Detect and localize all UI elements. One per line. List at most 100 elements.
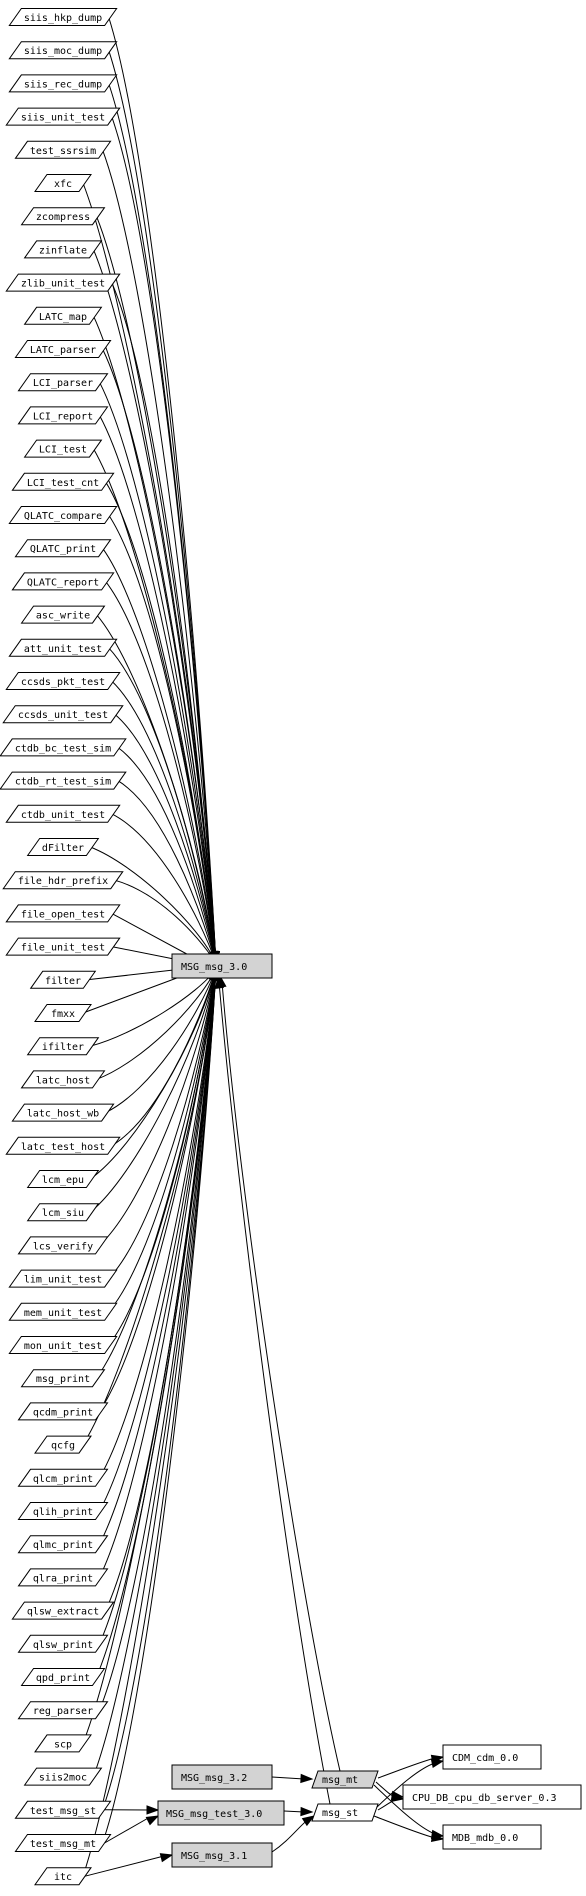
client-node-lci-report[interactable]: LCI_report <box>17 406 109 425</box>
client-node-lci-test-cnt[interactable]: LCI_test_cnt <box>11 472 115 491</box>
client-node-latc-parser[interactable]: LATC_parser <box>14 340 112 358</box>
client-node-label: LATC_map <box>39 312 87 323</box>
edge-arrowhead <box>214 975 225 990</box>
client-node-shape <box>11 472 115 491</box>
client-node-siis-rec-dump[interactable]: siis_rec_dump <box>8 74 118 93</box>
client-node-lim-unit-test[interactable]: lim_unit_test <box>8 1269 118 1288</box>
client-node-ifilter[interactable]: ifilter <box>26 1037 100 1056</box>
client-node-shape <box>20 1668 106 1686</box>
client-node-siis2moc[interactable]: siis2moc <box>23 1767 103 1786</box>
client-node-siis-moc-dump[interactable]: siis_moc_dump <box>8 41 118 60</box>
client-node-shape <box>2 871 124 890</box>
client-node-scp[interactable]: scp <box>34 1734 92 1753</box>
client-node-qlcm-print[interactable]: qlcm_print <box>17 1468 109 1487</box>
client-node-qpd-print[interactable]: qpd_print <box>20 1668 106 1686</box>
client-node-label: qlcm_print <box>33 1474 93 1485</box>
client-node-ccsds-unit-test[interactable]: ccsds_unit_test <box>2 705 124 724</box>
client-node-shape <box>5 672 121 690</box>
msg-32-node[interactable]: MSG_msg_3.2 <box>171 1764 273 1790</box>
msg-32-label: MSG_msg_3.2 <box>181 1773 247 1784</box>
client-node-latc-host-wb[interactable]: latc_host_wb <box>11 1103 115 1122</box>
client-node-fmxx[interactable]: fmxx <box>34 1004 92 1022</box>
client-node-qlsw-print[interactable]: qlsw_print <box>17 1634 109 1653</box>
client-node-latc-map[interactable]: LATC_map <box>23 306 103 325</box>
client-node-itc[interactable]: itc <box>34 1867 92 1886</box>
msg-test-node[interactable]: MSG_msg_test_3.0 <box>157 1800 285 1826</box>
edge-att_unit_test-to-msg-main <box>108 647 217 964</box>
client-node-shape <box>14 340 112 358</box>
client-node-label: xfc <box>54 179 72 190</box>
client-node-zinflate[interactable]: zinflate <box>23 240 103 259</box>
client-node-ctdb-bc-test-sim[interactable]: ctdb_bc_test_sim <box>0 738 127 757</box>
edge-file_hdr_prefix-to-msg-main <box>114 879 217 964</box>
client-node-reg-parser[interactable]: reg_parser <box>17 1701 109 1720</box>
client-node-shape <box>17 1502 109 1520</box>
client-node-qlsw-extract[interactable]: qlsw_extract <box>11 1601 115 1620</box>
client-node-test-ssrsim[interactable]: test_ssrsim <box>14 140 112 159</box>
client-node-xfc[interactable]: xfc <box>34 174 92 192</box>
cpu-db-node[interactable]: CPU_DB_cpu_db_server_0.3 <box>402 1784 582 1810</box>
client-node-latc-test-host[interactable]: latc_test_host <box>5 1136 121 1155</box>
client-node-shape <box>23 240 103 259</box>
client-node-dfilter[interactable]: dFilter <box>26 838 100 856</box>
msg-main-node[interactable]: MSG_msg_3.0 <box>171 953 273 979</box>
msg-mt-node[interactable]: msg_mt <box>311 1770 379 1789</box>
client-node-lcm-epu[interactable]: lcm_epu <box>26 1170 100 1188</box>
client-node-qlih-print[interactable]: qlih_print <box>17 1502 109 1520</box>
client-node-file-open-test[interactable]: file_open_test <box>5 904 121 923</box>
client-node-qlatc-print[interactable]: QLATC_print <box>14 539 112 558</box>
edge-qlih_print-to-msg-main <box>99 968 217 1512</box>
client-node-label: zlib_unit_test <box>21 279 105 290</box>
client-node-siis-hkp-dump[interactable]: siis_hkp_dump <box>8 8 118 26</box>
client-node-label: qlra_print <box>33 1573 93 1584</box>
client-node-mem-unit-test[interactable]: mem_unit_test <box>8 1302 118 1321</box>
client-node-qlatc-report[interactable]: QLATC_report <box>11 572 115 591</box>
client-node-qlmc-print[interactable]: qlmc_print <box>17 1535 109 1554</box>
client-node-ctdb-unit-test[interactable]: ctdb_unit_test <box>5 804 121 823</box>
edge-QLATC_print-to-msg-main <box>102 547 217 964</box>
client-node-msg-print[interactable]: msg_print <box>20 1369 106 1388</box>
edge-arrowhead <box>145 1815 160 1826</box>
client-node-shape <box>8 41 118 60</box>
edge-latc_host_wb-to-msg-main <box>105 968 217 1114</box>
edge-siis_unit_test-to-msg-main <box>111 116 217 964</box>
client-node-shape <box>26 1037 100 1056</box>
client-node-ccsds-pkt-test[interactable]: ccsds_pkt_test <box>5 672 121 690</box>
msg-31-node[interactable]: MSG_msg_3.1 <box>171 1842 273 1868</box>
client-node-filter[interactable]: filter <box>29 970 97 989</box>
client-node-file-unit-test[interactable]: file_unit_test <box>5 937 121 956</box>
client-node-label: qpd_print <box>36 1673 90 1684</box>
client-node-shape <box>20 605 106 624</box>
edge-arrowhead <box>430 1832 445 1843</box>
client-node-lci-parser[interactable]: LCI_parser <box>17 373 109 392</box>
client-node-zcompress[interactable]: zcompress <box>20 207 106 226</box>
cdm-node[interactable]: CDM_cdm_0.0 <box>442 1744 542 1770</box>
client-node-shape <box>23 306 103 325</box>
client-node-qlatc-compare[interactable]: QLATC_compare <box>8 506 118 524</box>
client-node-qcfg[interactable]: qcfg <box>34 1435 92 1454</box>
client-node-label: latc_host <box>36 1075 90 1086</box>
client-node-lci-test[interactable]: LCI_test <box>23 439 103 458</box>
msg-st-node[interactable]: msg_st <box>311 1803 379 1822</box>
client-node-qlra-print[interactable]: qlra_print <box>17 1568 109 1587</box>
client-node-siis-unit-test[interactable]: siis_unit_test <box>5 107 121 126</box>
msg-31-label: MSG_msg_3.1 <box>181 1851 247 1862</box>
client-node-label: zcompress <box>36 212 90 223</box>
client-node-label: file_unit_test <box>21 943 105 954</box>
client-node-file-hdr-prefix[interactable]: file_hdr_prefix <box>2 871 124 890</box>
client-node-test-msg-mt[interactable]: test_msg_mt <box>14 1834 112 1852</box>
client-node-lcs-verify[interactable]: lcs_verify <box>17 1236 109 1255</box>
client-node-ctdb-rt-test-sim[interactable]: ctdb_rt_test_sim <box>0 771 127 790</box>
client-node-zlib-unit-test[interactable]: zlib_unit_test <box>5 273 121 292</box>
client-node-qcdm-print[interactable]: qcdm_print <box>17 1402 109 1421</box>
client-node-asc-write[interactable]: asc_write <box>20 605 106 624</box>
client-node-shape <box>0 738 127 757</box>
mdb-node[interactable]: MDB_mdb_0.0 <box>442 1824 542 1850</box>
client-node-test-msg-st[interactable]: test_msg_st <box>14 1800 112 1819</box>
client-node-shape <box>5 904 121 923</box>
client-node-shape <box>14 140 112 159</box>
client-node-mon-unit-test[interactable]: mon_unit_test <box>8 1336 118 1354</box>
client-node-lcm-siu[interactable]: lcm_siu <box>26 1203 100 1222</box>
client-node-att-unit-test[interactable]: att_unit_test <box>8 638 118 657</box>
client-node-latc-host[interactable]: latc_host <box>20 1070 106 1089</box>
